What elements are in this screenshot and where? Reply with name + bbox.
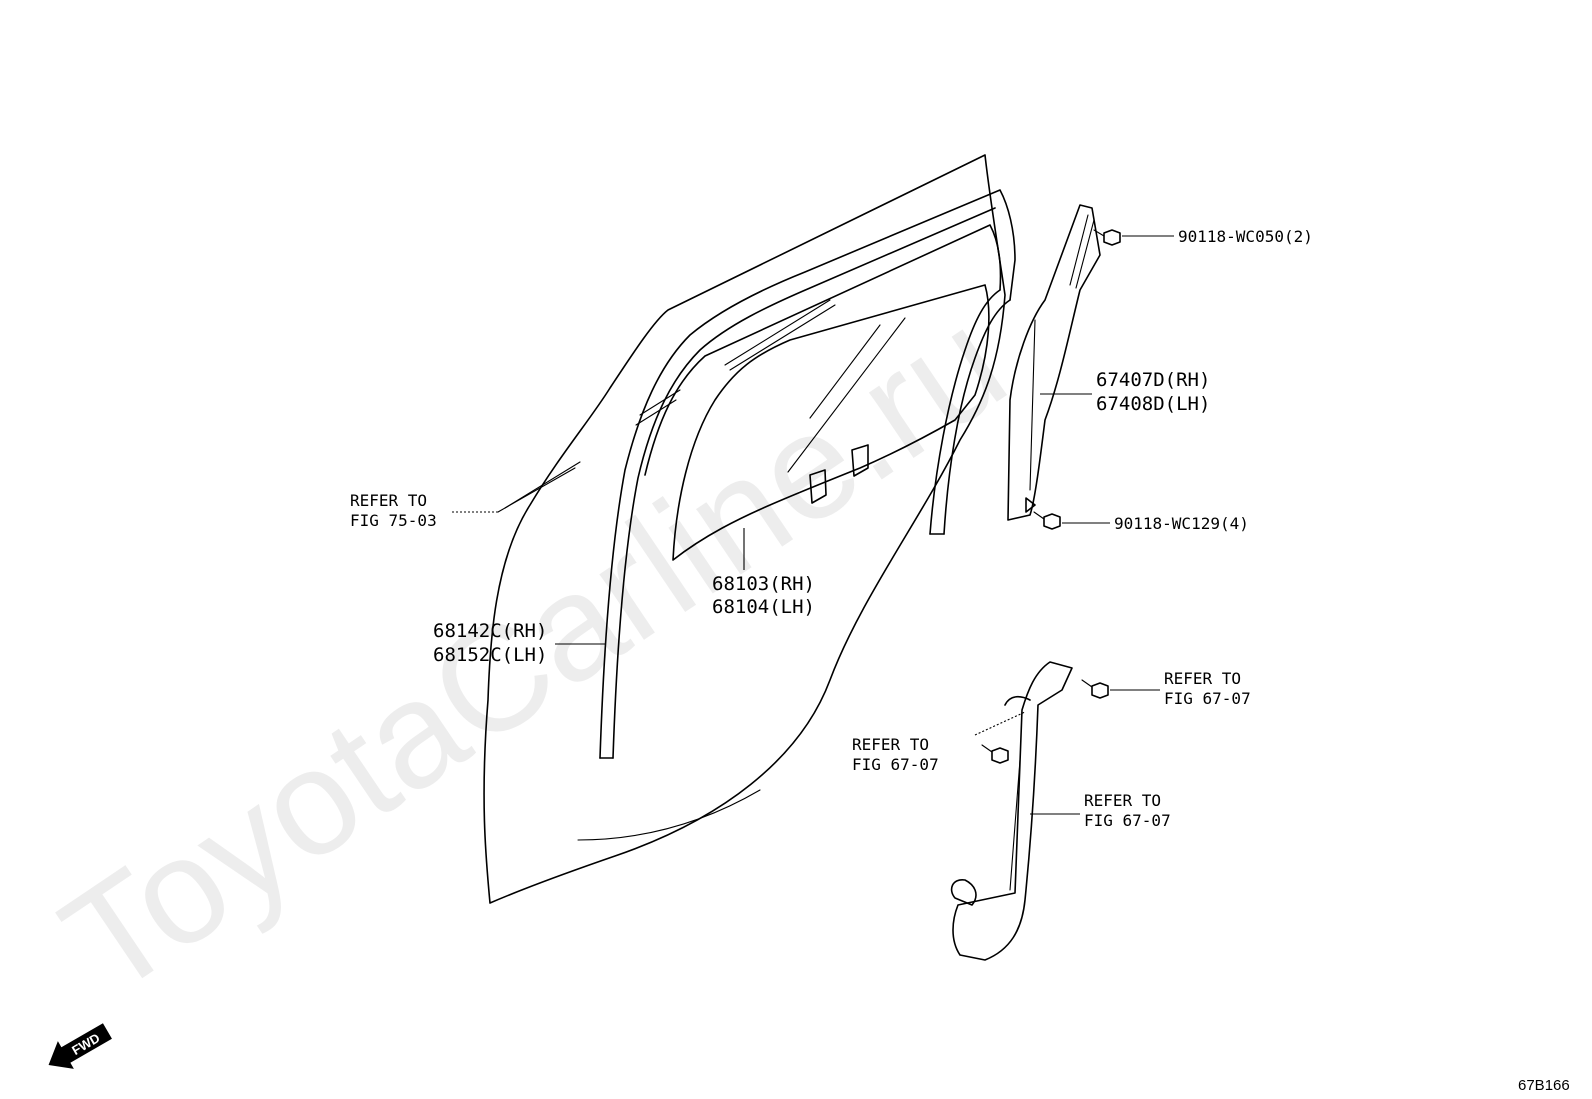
- callout-pillar-lh: 67408D(LH): [1096, 393, 1210, 415]
- diagram-code: 67B166: [1518, 1077, 1570, 1094]
- callout-bolt-lower: 90118-WC129(4): [1114, 514, 1249, 533]
- fwd-arrow-icon: FWD: [48, 1023, 112, 1069]
- bolt-regulator-lower-icon: [981, 744, 1009, 764]
- callout-ref-75-03-line2: FIG 75-03: [350, 511, 437, 530]
- glass-run-channel: [599, 189, 1016, 759]
- door-glass: [672, 284, 990, 561]
- callout-ref-75-03-line1: REFER TO: [350, 491, 427, 510]
- callout-ref-67-07-b-line2: FIG 67-07: [852, 755, 939, 774]
- callout-glass-rh: 68103(RH): [712, 573, 815, 595]
- callout-pillar-rh: 67407D(RH): [1096, 369, 1210, 391]
- callout-ref-67-07-a-line1: REFER TO: [1164, 669, 1241, 688]
- bolt-upper-icon: [1093, 229, 1121, 246]
- door-panel: [483, 154, 1006, 904]
- callout-glass-run-lh: 68152C(LH): [433, 644, 547, 666]
- window-regulator: [950, 661, 1073, 961]
- callout-ref-67-07-c-line2: FIG 67-07: [1084, 811, 1171, 830]
- callout-ref-67-07-c-line1: REFER TO: [1084, 791, 1161, 810]
- callout-ref-67-07-b-line1: REFER TO: [852, 735, 929, 754]
- callout-bolt-upper: 90118-WC050(2): [1178, 227, 1313, 246]
- bolt-regulator-upper-icon: [1081, 679, 1109, 699]
- bolt-lower-icon: [1033, 511, 1061, 530]
- callout-glass-lh: 68104(LH): [712, 596, 815, 618]
- rear-pillar-garnish: [1007, 204, 1101, 521]
- callout-ref-67-07-a-line2: FIG 67-07: [1164, 689, 1251, 708]
- callout-glass-run-rh: 68142C(RH): [433, 620, 547, 642]
